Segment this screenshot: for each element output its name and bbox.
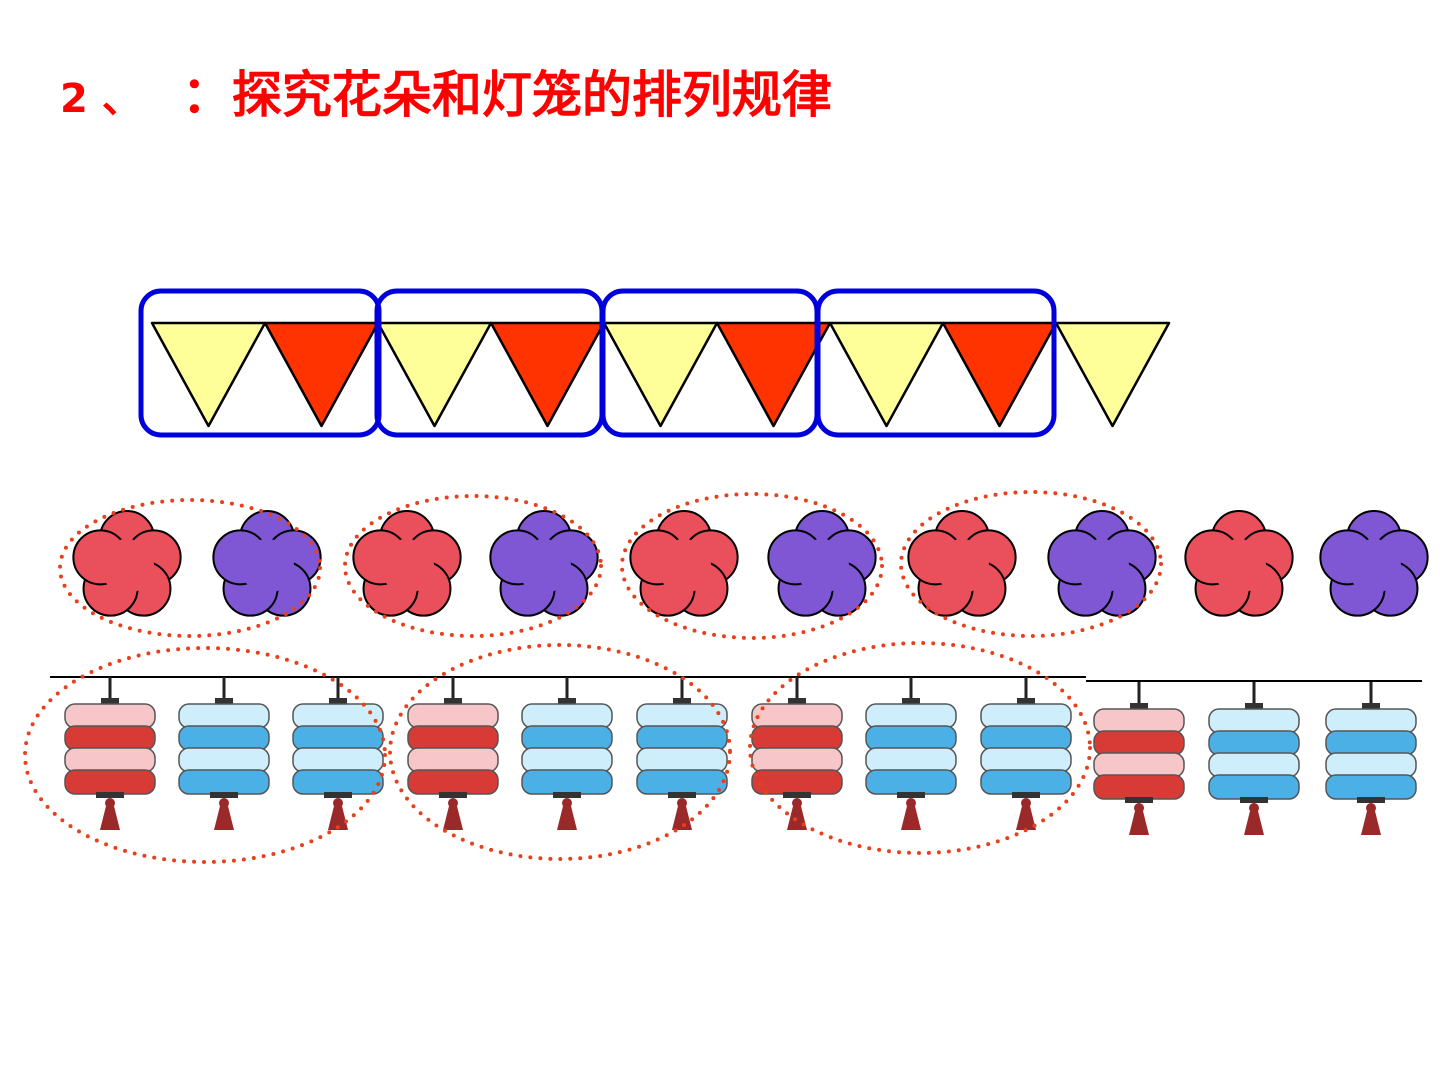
tassel	[901, 806, 921, 830]
purple-flower	[1047, 510, 1157, 617]
tassel	[557, 806, 577, 830]
red-lantern	[1093, 682, 1185, 835]
dotted-group-oval	[343, 494, 603, 638]
red-flag	[489, 321, 606, 428]
red-flag	[715, 321, 832, 428]
blue-lantern	[865, 677, 957, 830]
yellow-flag	[828, 321, 945, 428]
yellow-flag	[376, 321, 493, 428]
purple-flower	[212, 510, 322, 617]
lantern-row	[23, 641, 1422, 864]
tassel	[1129, 811, 1149, 835]
red-flower	[352, 510, 462, 617]
tassel	[443, 806, 463, 830]
blue-lantern	[1208, 682, 1300, 835]
yellow-flag	[150, 321, 267, 428]
blue-lantern	[1325, 682, 1417, 835]
title-number: 2	[60, 76, 88, 122]
red-flower	[1184, 510, 1294, 617]
red-flower	[72, 510, 182, 617]
tassel	[1244, 811, 1264, 835]
red-lantern	[64, 677, 156, 830]
tassel	[214, 806, 234, 830]
red-flower	[907, 510, 1017, 617]
blue-lantern	[292, 677, 384, 830]
dotted-group-oval	[899, 490, 1163, 638]
dotted-group-oval	[388, 643, 732, 861]
page-title: 2 、 ：探究花朵和灯笼的排列规律	[60, 60, 832, 130]
group-box	[815, 288, 1057, 438]
tassel	[1361, 811, 1381, 835]
red-lantern	[407, 677, 499, 830]
red-flower	[629, 510, 739, 617]
flag-row	[138, 288, 1171, 438]
blue-lantern	[980, 677, 1072, 830]
red-lantern	[751, 677, 843, 830]
dotted-group-oval	[23, 646, 387, 864]
yellow-flag	[1054, 321, 1171, 428]
purple-flower	[1319, 510, 1429, 617]
tassel	[672, 806, 692, 830]
dotted-group-oval	[58, 498, 322, 638]
purple-flower	[489, 510, 599, 617]
red-flag	[263, 321, 380, 428]
tassel	[328, 806, 348, 830]
blue-lantern	[178, 677, 270, 830]
dotted-group-oval	[620, 492, 884, 640]
yellow-flag	[602, 321, 719, 428]
purple-flower	[767, 510, 877, 617]
red-flag	[941, 321, 1058, 428]
flower-row	[58, 490, 1429, 640]
blue-lantern	[636, 677, 728, 830]
blue-lantern	[521, 677, 613, 830]
title-text: ：探究花朵和灯笼的排列规律	[181, 66, 832, 124]
tassel	[1016, 806, 1036, 830]
dotted-group-oval	[748, 641, 1092, 855]
tassel	[100, 806, 120, 830]
title-separator: 、	[101, 76, 142, 122]
